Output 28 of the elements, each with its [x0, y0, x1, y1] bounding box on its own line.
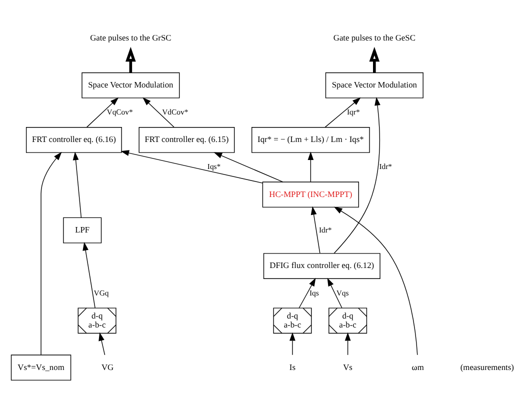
- edge-label: Iqs: [309, 288, 319, 297]
- arrow: [40, 151, 62, 355]
- arrow: [86, 96, 119, 128]
- arrow: [310, 206, 320, 253]
- edge-label: VGq: [94, 288, 109, 297]
- edge-label: VqCov*: [106, 107, 133, 116]
- edge-label: Iqr*: [346, 107, 360, 116]
- edge-label: Idr*: [318, 224, 332, 234]
- arrow: [327, 277, 342, 308]
- arrow: [98, 332, 106, 355]
- arrow: [290, 332, 296, 355]
- edge-label: Vqs: [336, 288, 349, 297]
- arrow: [126, 46, 136, 72]
- arrow: [120, 150, 263, 183]
- arrow: [369, 46, 380, 72]
- arrow: [344, 332, 351, 355]
- edge-label: Iqs*: [207, 162, 221, 171]
- arrow: [72, 151, 82, 218]
- edge-label: Idr*: [379, 162, 392, 171]
- edge-label: VdCov*: [162, 107, 188, 116]
- arrow: [214, 152, 284, 182]
- arrow: [308, 151, 314, 182]
- arrow: [324, 96, 361, 128]
- arrow: [334, 96, 380, 254]
- arrow: [298, 277, 316, 308]
- arrow: [82, 242, 96, 308]
- arrow: [334, 206, 418, 355]
- arrow: [142, 96, 174, 128]
